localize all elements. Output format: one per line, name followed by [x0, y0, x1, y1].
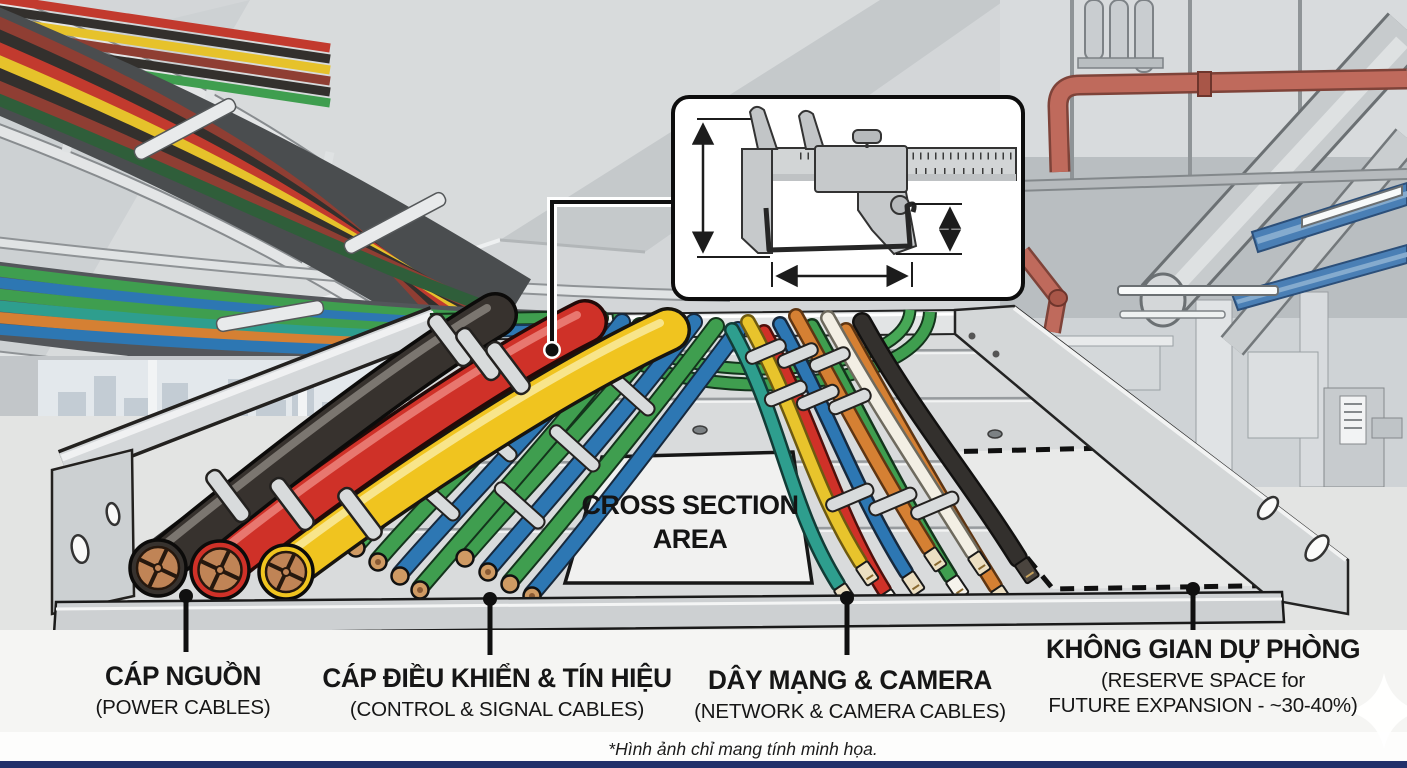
- disclaimer-caption: *Hình ảnh chỉ mang tính minh họa.: [608, 739, 878, 759]
- power-cable-clamps: [205, 312, 531, 542]
- vernier-caliper-icon: [691, 106, 1017, 288]
- network-connector-ends: [833, 546, 1040, 615]
- network-label-en: (NETWORK & CAMERA CABLES): [694, 700, 1006, 723]
- cross-section-area-label: CROSS SECTION AREA: [581, 488, 799, 556]
- network-label-vi: DÂY MẠNG & CAMERA: [708, 665, 992, 695]
- reserve-label-en1: (RESERVE SPACE for: [1100, 669, 1306, 692]
- power-label-en: (POWER CABLES): [95, 696, 271, 719]
- power-cables-group: [128, 292, 691, 601]
- label-strip: [0, 630, 1407, 734]
- caption-strip: [0, 732, 1407, 763]
- power-cables-label: CÁP NGUỒN (POWER CABLES): [96, 661, 271, 720]
- yellow-cable-face: [257, 543, 315, 601]
- callout-lines: [179, 197, 1200, 655]
- light-fixtures: [1117, 184, 1403, 319]
- conduits: [1077, 0, 1164, 73]
- tray-front-rail: [52, 590, 1286, 636]
- power-label-vi: CÁP NGUỒN: [104, 661, 262, 691]
- control-label-en: (CONTROL & SIGNAL CABLES): [349, 698, 645, 721]
- network-camera-cables-group: [724, 308, 1040, 615]
- tray-left-rail: [50, 306, 443, 616]
- control-signal-cables-label: CÁP ĐIỀU KHIỂN & TÍN HIỆU (CONTROL & SIG…: [317, 663, 677, 722]
- cross-section-line1: CROSS SECTION: [581, 490, 799, 520]
- red-cable-face: [189, 539, 251, 601]
- power-cable-cross-sections: [128, 538, 315, 601]
- black-cable-face: [128, 538, 188, 598]
- inset-box: [671, 95, 1025, 301]
- bottom-bar: [0, 761, 1407, 768]
- upper-power-bundle: [0, 7, 553, 365]
- measurement-inset: [671, 95, 1025, 301]
- tray-right-rail: [953, 304, 1350, 616]
- cross-section-line2: AREA: [652, 524, 728, 554]
- reserve-label-vi: KHÔNG GIAN DỰ PHÒNG: [1045, 634, 1361, 664]
- reserve-space-label: KHÔNG GIAN DỰ PHÒNG (RESERVE SPACE for F…: [1041, 634, 1365, 718]
- network-camera-cables-label: DÂY MẠNG & CAMERA (NETWORK & CAMERA CABL…: [694, 665, 1006, 724]
- control-label-vi: CÁP ĐIỀU KHIỂN & TÍN HIỆU: [322, 663, 672, 693]
- reserve-label-en2: FUTURE EXPANSION - ~30-40%): [1048, 694, 1358, 717]
- red-pipes: [1014, 68, 1407, 334]
- network-cable-clamps: [744, 338, 960, 521]
- sparkle-star-icon: [1346, 673, 1407, 749]
